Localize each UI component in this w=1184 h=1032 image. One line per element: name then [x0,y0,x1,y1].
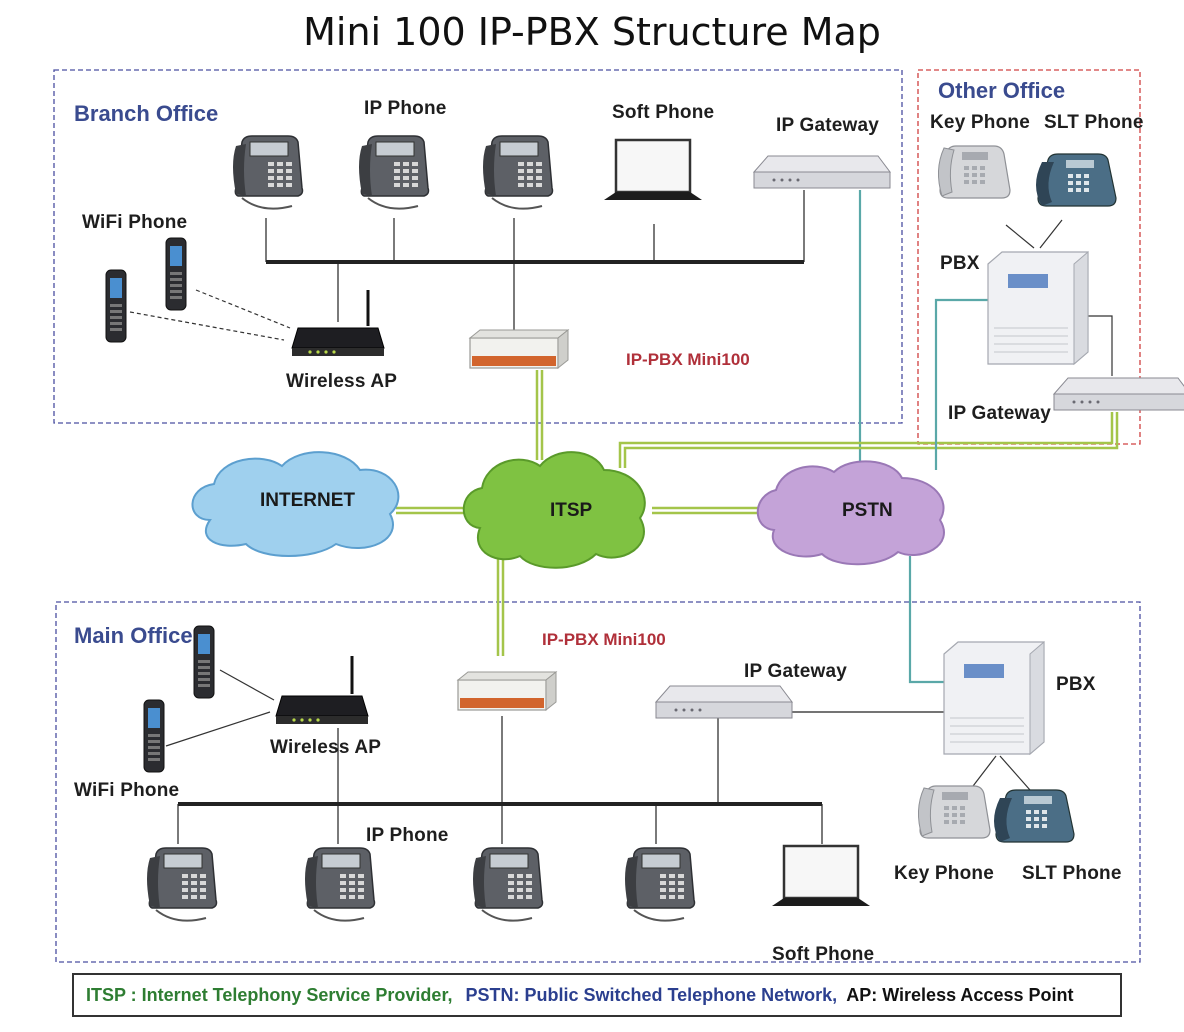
branch-ippbx-device [469,329,569,369]
main-ip-phone-4 [624,847,696,922]
branch-office-label: Branch Office [74,101,219,126]
main-ippbx-device [457,671,557,711]
branch-soft-phone-laptop [602,138,704,202]
main-ip-phone-3 [472,847,544,922]
main-wifi-phone-label: WiFi Phone [74,780,180,801]
branch-ip-phone-1 [232,135,304,210]
other-ip-gateway-label: IP Gateway [948,403,1052,424]
main-wireless-ap-label: Wireless AP [270,737,382,758]
legend-itsp: ITSP : Internet Telephony Service Provid… [86,985,453,1005]
itsp-label: ITSP [550,500,593,521]
main-ip-gateway-label: IP Gateway [744,661,848,682]
main-key-phone-label: Key Phone [894,863,994,884]
main-wifi-phone-2 [143,699,165,773]
main-office-label: Main Office [74,623,193,648]
other-office-label: Other Office [938,78,1066,103]
other-office-links [934,219,1113,470]
other-slt-phone [1035,153,1117,207]
internet-cloud [191,451,400,557]
other-key-phone [937,145,1011,199]
ip-green-links [396,370,1119,656]
branch-soft-phone-label: Soft Phone [612,102,715,123]
main-pbx-label: PBX [1056,674,1096,695]
page-title: Mini 100 IP-PBX Structure Map [303,10,881,54]
other-pbx-label: PBX [940,253,980,274]
branch-wifi-phone-1 [105,269,127,343]
branch-ip-phone-3 [482,135,554,210]
branch-ip-phone-2 [358,135,430,210]
main-wifi-links [165,669,275,747]
main-office-region [55,601,1141,963]
main-ip-phone-label: IP Phone [366,825,449,846]
main-wireless-ap-device [275,695,369,725]
main-wifi-phone-1 [193,625,215,699]
other-slt-phone-label: SLT Phone [1044,112,1144,133]
main-ip-phone-1 [146,847,218,922]
legend-box: ITSP : Internet Telephony Service Provid… [72,973,1122,1017]
branch-wifi-phone-2 [165,237,187,311]
main-ip-gateway-device [655,685,793,719]
main-slt-phone-label: SLT Phone [1022,863,1122,884]
other-pbx-unit [987,251,1089,365]
legend-ap: AP: Wireless Access Point [846,985,1074,1005]
branch-ippbx-label: IP-PBX Mini100 [626,350,750,369]
main-pbx-unit [943,641,1045,755]
main-ip-phone-2 [304,847,376,922]
branch-wifi-links [129,289,291,341]
main-slt-phone [993,789,1075,843]
itsp-cloud [462,451,646,569]
main-soft-phone-label: Soft Phone [772,944,875,965]
other-ip-gateway-device [1053,377,1184,411]
branch-ip-gateway-label: IP Gateway [776,115,880,136]
branch-ip-gateway-device [753,155,891,189]
legend-pstn: PSTN: Public Switched Telephone Network, [465,985,838,1005]
branch-wireless-ap-label: Wireless AP [286,371,398,392]
main-lan-links [177,556,1031,844]
main-soft-phone-laptop [770,844,872,908]
branch-ip-phone-label: IP Phone [364,98,447,119]
pstn-label: PSTN [842,500,893,521]
main-key-phone [917,785,991,839]
main-ippbx-label: IP-PBX Mini100 [542,630,666,649]
pstn-cloud [756,460,945,566]
other-key-phone-label: Key Phone [930,112,1030,133]
branch-wireless-ap-device [291,327,385,357]
internet-label: INTERNET [260,490,355,511]
branch-wifi-phone-label: WiFi Phone [82,212,188,233]
branch-office-region [53,69,903,424]
branch-lan-links [265,190,805,330]
